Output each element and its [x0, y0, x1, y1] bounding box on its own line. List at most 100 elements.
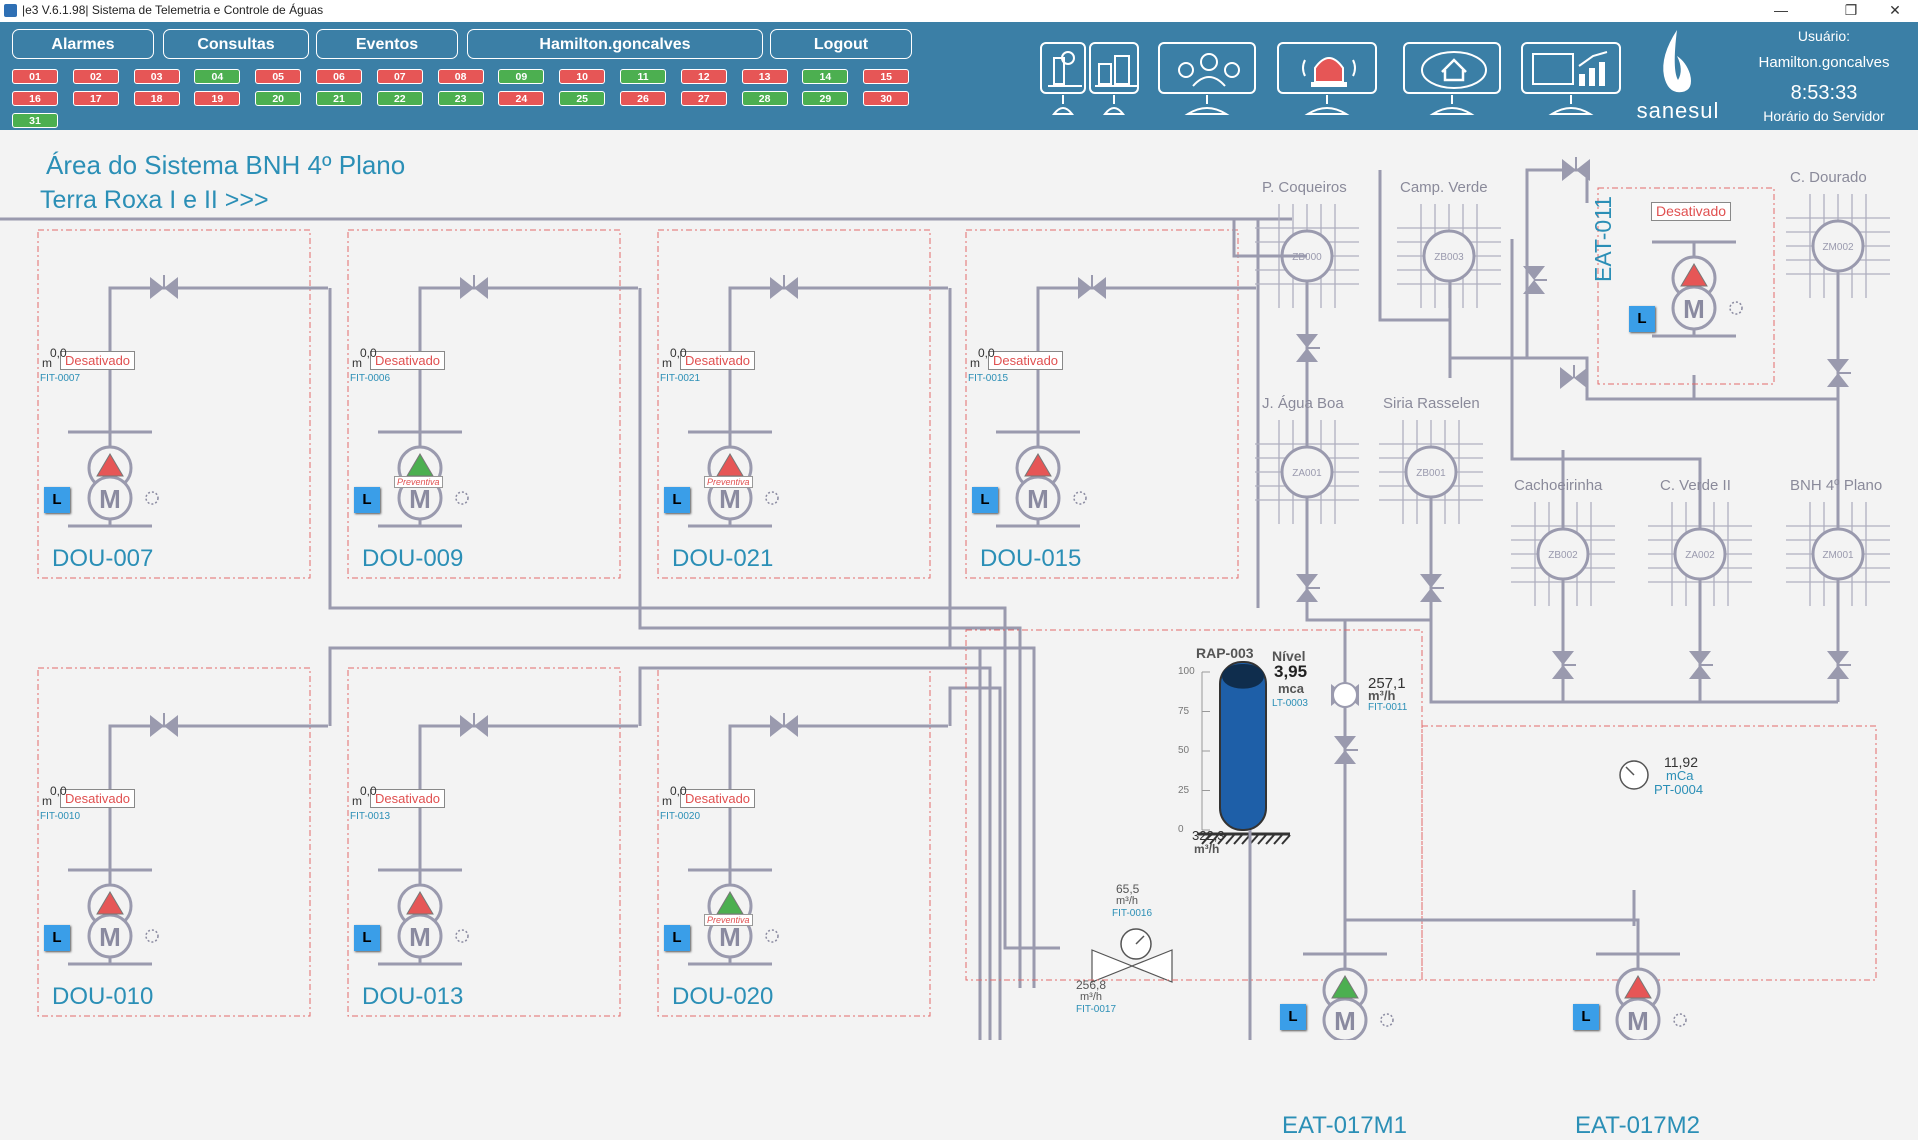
maintenance-tool-button[interactable]	[1158, 42, 1256, 94]
alarm-day-17[interactable]: 17	[72, 91, 119, 106]
alarm-day-23[interactable]: 23	[437, 91, 484, 106]
alarm-day-28[interactable]: 28	[741, 91, 788, 106]
alarm-day-25[interactable]: 25	[559, 91, 606, 106]
valve-icon[interactable]	[460, 713, 488, 737]
alarm-day-20[interactable]: 20	[255, 91, 302, 106]
minimize-button[interactable]: —	[1774, 2, 1788, 18]
valve-icon[interactable]	[1827, 651, 1851, 679]
pump-eat-017m1[interactable]: M	[1303, 952, 1394, 1040]
alarm-day-08[interactable]: 08	[437, 69, 484, 84]
alarmes-button[interactable]: Alarmes	[12, 29, 154, 59]
pump-dou-013[interactable]: M	[378, 868, 469, 966]
pump-dou-015[interactable]: M	[996, 430, 1087, 528]
station-tag: DOU-009	[362, 545, 464, 572]
maintenance-icon	[1380, 1013, 1394, 1027]
valve-icon[interactable]	[1562, 157, 1590, 181]
pump-eat-011[interactable]: M	[1652, 240, 1743, 338]
valve-icon[interactable]	[150, 275, 178, 299]
alarm-day-06[interactable]: 06	[316, 69, 362, 84]
fit0016-unit: m³/h	[1116, 895, 1138, 907]
alarm-tool-button[interactable]	[1277, 42, 1377, 94]
alarm-day-30[interactable]: 30	[863, 91, 910, 106]
valve-icon[interactable]	[1334, 736, 1358, 764]
alarm-day-12[interactable]: 12	[680, 69, 727, 84]
alarm-day-15[interactable]: 15	[863, 69, 910, 84]
pipe	[418, 724, 638, 923]
eventos-button[interactable]: Eventos	[316, 29, 458, 59]
local-mode-button[interactable]: L	[44, 487, 70, 513]
restore-button[interactable]: ❐	[1844, 2, 1858, 18]
local-mode-button[interactable]: L	[664, 925, 690, 951]
pump-eat-017m2[interactable]: M	[1596, 952, 1687, 1040]
terra-roxa-link[interactable]: Terra Roxa I e II >>>	[40, 186, 269, 214]
logout-button[interactable]: Logout	[770, 29, 912, 59]
valve-icon[interactable]	[1420, 574, 1444, 602]
alarm-day-22[interactable]: 22	[376, 91, 423, 106]
valve-icon[interactable]	[1523, 266, 1547, 294]
eat017m1-local-button[interactable]: L	[1280, 1004, 1306, 1030]
alarm-day-05[interactable]: 05	[255, 69, 302, 84]
local-mode-button[interactable]: L	[354, 925, 380, 951]
alarm-day-14[interactable]: 14	[802, 69, 849, 84]
fit0017-value: 256,8	[1076, 978, 1107, 992]
alarm-day-13[interactable]: 13	[741, 69, 788, 84]
reservoir-zm001[interactable]: ZM001	[1786, 502, 1890, 606]
local-mode-button[interactable]: L	[44, 925, 70, 951]
worker-icon	[1178, 53, 1240, 87]
local-mode-button[interactable]: L	[664, 487, 690, 513]
valve-icon[interactable]	[1827, 359, 1851, 387]
alarm-day-10[interactable]: 10	[559, 69, 606, 84]
valve-icon[interactable]	[1689, 651, 1713, 679]
alarm-day-01[interactable]: 01	[12, 69, 58, 84]
reservoir-zb001[interactable]: ZB001	[1379, 420, 1483, 524]
local-mode-button[interactable]: L	[354, 487, 380, 513]
reports-tool-button[interactable]	[1521, 42, 1621, 94]
pump-dou-007[interactable]: M	[68, 430, 159, 528]
alarm-day-19[interactable]: 19	[194, 91, 241, 106]
pump-dou-010[interactable]: M	[68, 868, 159, 966]
fit-tag: FIT-0020	[660, 811, 701, 822]
consultas-button[interactable]: Consultas	[163, 29, 309, 59]
valve-icon[interactable]	[770, 275, 798, 299]
plant-tool-button[interactable]	[1089, 42, 1139, 94]
alarm-day-26[interactable]: 26	[620, 91, 666, 106]
alarm-day-07[interactable]: 07	[376, 69, 423, 84]
reservoir-zb003[interactable]: ZB003	[1397, 204, 1501, 308]
valve-icon[interactable]	[770, 713, 798, 737]
alarm-day-27[interactable]: 27	[680, 91, 727, 106]
chart-icon	[1532, 51, 1608, 86]
eat017m2-local-button[interactable]: L	[1573, 1004, 1599, 1030]
reservoir-name: Camp. Verde	[1400, 179, 1488, 196]
tank-scale-label: 50	[1178, 745, 1190, 756]
alarm-day-02[interactable]: 02	[72, 69, 119, 84]
reservoir-za002[interactable]: ZA002	[1648, 502, 1752, 606]
valve-icon[interactable]	[1552, 651, 1576, 679]
valve-icon[interactable]	[460, 275, 488, 299]
alarm-day-21[interactable]: 21	[316, 91, 362, 106]
alarm-day-29[interactable]: 29	[802, 91, 849, 106]
alarm-day-24[interactable]: 24	[498, 91, 545, 106]
local-mode-button[interactable]: L	[972, 487, 998, 513]
flow-meter-fit-0011	[1332, 682, 1358, 708]
alarm-day-11[interactable]: 11	[620, 69, 666, 84]
alarm-day-04[interactable]: 04	[194, 69, 241, 84]
alarm-day-16[interactable]: 16	[12, 91, 58, 106]
valve-icon[interactable]	[1560, 365, 1588, 389]
pipe	[418, 286, 638, 485]
close-button[interactable]: ✕	[1889, 2, 1901, 18]
station-tool-button[interactable]	[1040, 42, 1086, 94]
tank-outflow-value: 322,3	[1192, 828, 1225, 843]
valve-icon[interactable]	[1296, 574, 1320, 602]
alarm-day-09[interactable]: 09	[498, 69, 545, 84]
home-tool-button[interactable]	[1403, 42, 1501, 94]
reservoir-zm002[interactable]: ZM002	[1786, 194, 1890, 298]
alarm-day-18[interactable]: 18	[133, 91, 180, 106]
valve-icon[interactable]	[1078, 275, 1106, 299]
valve-icon[interactable]	[1296, 334, 1320, 362]
valve-icon[interactable]	[150, 713, 178, 737]
alarm-day-31[interactable]: 31	[12, 113, 58, 128]
plant-icon	[1095, 55, 1137, 87]
alarm-day-03[interactable]: 03	[133, 69, 180, 84]
user-button[interactable]: Hamilton.goncalves	[467, 29, 763, 59]
eat011-local-button[interactable]: L	[1629, 306, 1655, 332]
